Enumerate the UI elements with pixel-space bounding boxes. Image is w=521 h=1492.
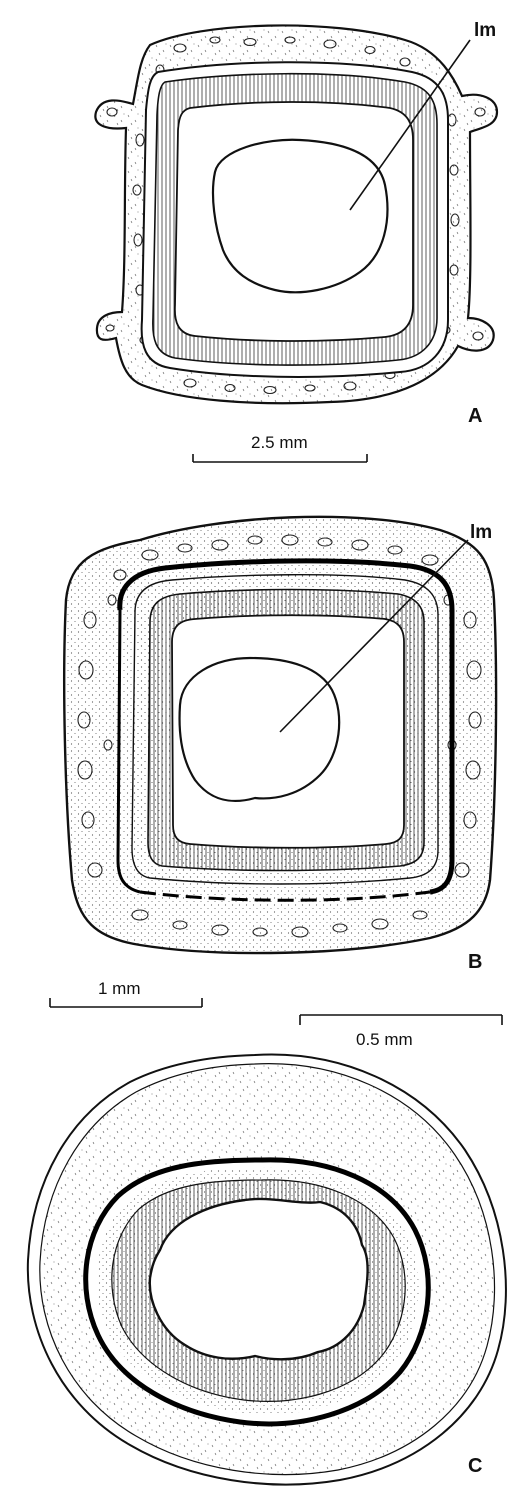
panel-c-scale-label: 0.5 mm bbox=[356, 1030, 413, 1049]
panel-c-medullary-cavity bbox=[150, 1199, 368, 1359]
panel-b-letter: B bbox=[468, 951, 482, 973]
panel-b-section: lm B 1 mm bbox=[50, 517, 496, 1007]
panel-a-scale-label: 2.5 mm bbox=[251, 433, 308, 452]
panel-a-section: lm A 2.5 mm bbox=[95, 20, 497, 462]
panel-a-letter: A bbox=[468, 405, 482, 427]
panel-b-scale-label: 1 mm bbox=[98, 979, 141, 998]
panel-a-scale-bar bbox=[193, 454, 367, 462]
panel-c-scale-bar bbox=[300, 1015, 502, 1025]
panel-a-pointer-label: lm bbox=[474, 20, 496, 41]
panel-b-inner-cortex-boundary bbox=[172, 615, 404, 848]
panel-c-letter: C bbox=[468, 1455, 482, 1477]
panel-a-inner-cortex-boundary bbox=[175, 102, 413, 341]
panel-b-scale-bar bbox=[50, 998, 202, 1007]
panel-b-pointer-label: lm bbox=[470, 522, 492, 543]
panel-c-section: 0.5 mm C bbox=[28, 1015, 506, 1485]
